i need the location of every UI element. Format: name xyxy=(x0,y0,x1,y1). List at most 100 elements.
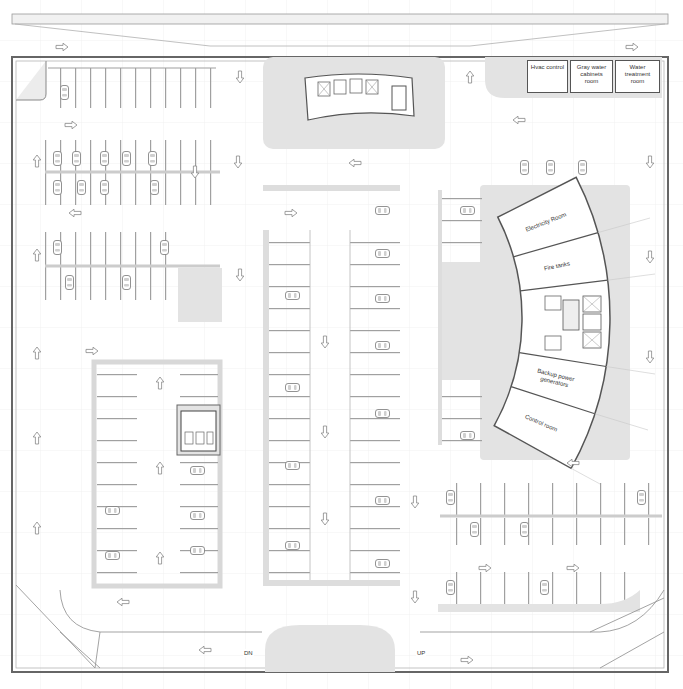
use-shape xyxy=(521,161,529,175)
use-shape xyxy=(479,564,491,572)
use-shape xyxy=(286,292,300,300)
use-shape xyxy=(78,181,86,195)
rect-shape xyxy=(350,79,362,93)
rect-shape xyxy=(178,268,222,322)
path-shape xyxy=(485,57,662,98)
use-shape xyxy=(149,152,157,166)
rect-shape xyxy=(185,432,193,444)
use-shape xyxy=(286,462,300,470)
rect-shape xyxy=(392,86,406,110)
rect-shape xyxy=(440,262,482,380)
rect-shape xyxy=(263,230,269,585)
use-shape xyxy=(376,410,390,418)
rect-shape xyxy=(350,230,400,585)
use-shape xyxy=(286,542,300,550)
rect-shape xyxy=(545,336,561,350)
use-shape xyxy=(156,377,164,389)
rect-shape xyxy=(12,57,668,672)
use-shape xyxy=(33,249,41,261)
use-shape xyxy=(156,552,164,564)
use-shape xyxy=(33,432,41,444)
use-shape xyxy=(285,209,297,217)
rect-shape xyxy=(438,190,442,445)
use-shape xyxy=(286,384,300,392)
use-shape xyxy=(521,523,529,537)
use-shape xyxy=(567,459,579,467)
use-shape xyxy=(33,522,41,534)
room-name: Water treatment room xyxy=(618,64,657,85)
rect-shape xyxy=(12,14,668,24)
use-shape xyxy=(646,251,654,263)
rect-shape xyxy=(207,432,213,444)
use-shape xyxy=(447,491,455,505)
use-shape xyxy=(376,207,390,215)
path-shape xyxy=(511,233,608,414)
path-shape xyxy=(494,177,610,468)
use-shape xyxy=(376,560,390,568)
use-shape xyxy=(321,513,329,525)
use-shape xyxy=(151,181,159,195)
line-shape xyxy=(45,265,220,268)
rect-shape xyxy=(177,405,220,455)
use-shape xyxy=(69,209,81,217)
path-shape xyxy=(16,585,262,668)
use-shape xyxy=(191,512,205,520)
use-shape xyxy=(234,156,242,168)
use-shape xyxy=(349,159,361,167)
room-box: Gray water cabinets room xyxy=(570,60,613,93)
use-shape xyxy=(236,71,244,83)
path-shape xyxy=(438,590,640,612)
use-shape xyxy=(376,342,390,350)
use-shape xyxy=(376,295,390,303)
use-shape xyxy=(54,241,62,255)
use-shape xyxy=(56,43,68,51)
room-box: Hvac control xyxy=(527,60,568,93)
use-shape xyxy=(161,241,169,255)
rect-shape xyxy=(442,380,482,445)
use-shape xyxy=(579,161,587,175)
room-name: Gray water cabinets room xyxy=(573,64,610,85)
use-shape xyxy=(117,598,129,606)
path-shape xyxy=(16,61,46,100)
rect-shape xyxy=(180,365,218,403)
rect-shape xyxy=(440,518,662,545)
use-shape xyxy=(567,564,579,572)
use-shape xyxy=(66,276,74,290)
use-shape xyxy=(638,491,646,505)
use-shape xyxy=(626,43,638,51)
ramp-label: DN xyxy=(243,649,254,657)
line-shape xyxy=(440,515,662,518)
rect-shape xyxy=(442,190,482,262)
path-shape xyxy=(571,218,655,484)
rect-shape xyxy=(263,57,445,149)
use-shape xyxy=(447,581,455,595)
ramp-label: UP xyxy=(416,649,426,657)
use-shape xyxy=(54,181,62,195)
use-shape xyxy=(236,269,244,281)
rect-shape xyxy=(440,572,640,604)
rect-shape xyxy=(269,230,310,585)
use-shape xyxy=(199,646,211,654)
rect-shape xyxy=(440,483,662,515)
use-shape xyxy=(65,121,77,129)
rect-shape xyxy=(196,432,204,444)
use-shape xyxy=(54,152,62,166)
path-shape xyxy=(15,24,665,46)
use-shape xyxy=(101,152,109,166)
line-shape xyxy=(310,230,311,585)
use-shape xyxy=(376,250,390,258)
use-shape xyxy=(73,152,81,166)
use-shape xyxy=(191,547,205,555)
use-shape xyxy=(646,156,654,168)
rect-shape xyxy=(263,580,400,586)
use-shape xyxy=(106,552,120,560)
rect-shape xyxy=(48,68,216,108)
use-shape xyxy=(541,581,549,595)
room-box: Water treatment room xyxy=(615,60,660,93)
path-shape xyxy=(583,296,601,348)
rect-shape xyxy=(97,365,137,580)
rect-shape xyxy=(180,458,218,580)
use-shape xyxy=(321,336,329,348)
use-shape xyxy=(471,523,479,537)
